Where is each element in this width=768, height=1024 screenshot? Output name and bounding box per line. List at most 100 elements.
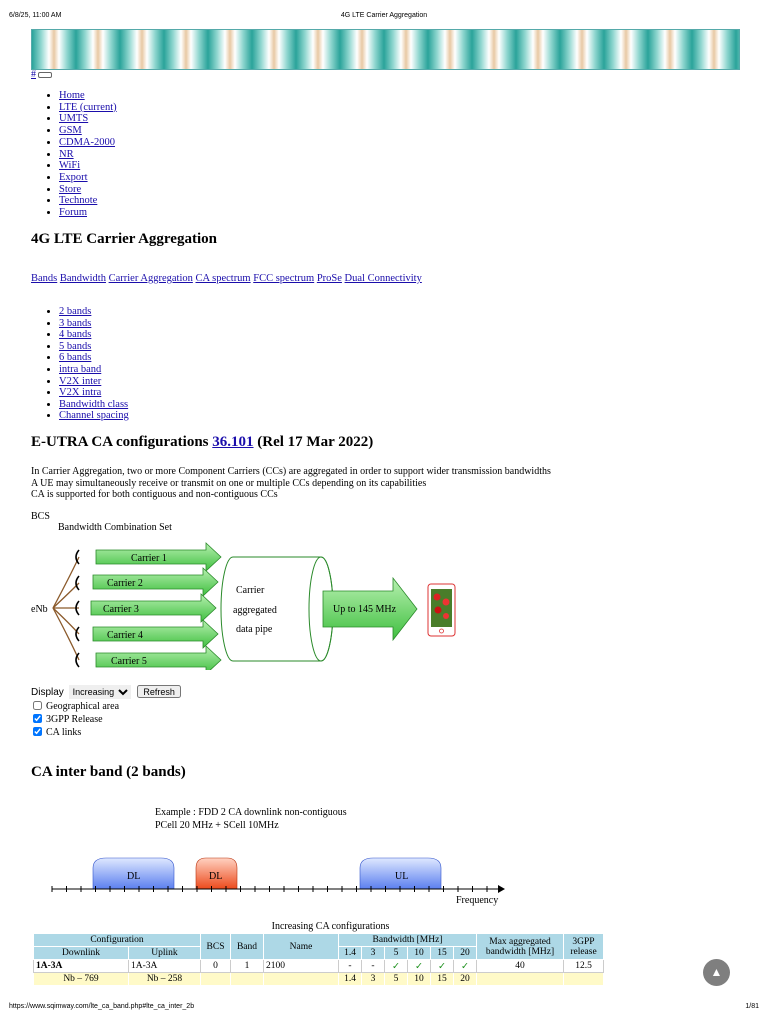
menu-toggle-button[interactable] (38, 71, 52, 78)
carrier-arrows: Carrier 1 Carrier 2 Carrier 3 Carrier 4 … (90, 542, 222, 670)
nav-item: Store (59, 184, 117, 196)
nav-home[interactable]: Home (59, 90, 85, 101)
section-item: 2 bands (59, 306, 129, 318)
section-item: 4 bands (59, 329, 129, 341)
link-bandwidth-class[interactable]: Bandwidth class (59, 398, 129, 410)
carrier-1-label: Carrier 1 (131, 553, 167, 564)
subnav-ca-spectrum[interactable]: CA spectrum (195, 273, 251, 284)
option-label: CA links (46, 727, 82, 738)
nav-item: Technote (59, 195, 117, 207)
option-row: CA links (33, 726, 119, 739)
nav-item: Home (59, 90, 117, 102)
pipe-line-2: aggregated (233, 605, 277, 616)
empty-cell (563, 972, 604, 986)
nav-wifi[interactable]: WiFi (59, 160, 81, 172)
release-checkbox[interactable] (33, 714, 42, 723)
dl-block-2 (195, 857, 238, 890)
chevron-up-icon: ▲ (710, 965, 723, 979)
config-heading-rel: (Rel 17 Mar 2022) (253, 434, 374, 450)
link-channel-spacing[interactable]: Channel spacing (59, 410, 129, 422)
scroll-top-button[interactable]: ▲ (703, 959, 730, 986)
option-label: Geographical area (46, 701, 120, 712)
dl-block-1-label: DL (127, 871, 140, 882)
nav-umts[interactable]: UMTS (59, 113, 89, 125)
nav-lte[interactable]: LTE (current) (59, 101, 117, 113)
uplink-cell: 1A-3A (128, 959, 201, 973)
downlink-nb-cell: Nb – 769 (33, 972, 129, 986)
nav-cdma[interactable]: CDMA-2000 (59, 136, 116, 148)
nav-forum[interactable]: Forum (59, 207, 88, 219)
bw-cell: 3 (361, 972, 385, 986)
display-options: Geographical area 3GPP Release CA links (33, 700, 119, 739)
empty-cell (476, 972, 564, 986)
bw-col: 15 (430, 946, 454, 960)
print-datetime: 6/8/25, 11:00 AM (9, 12, 62, 19)
intro-line: CA is supported for both contiguous and … (31, 489, 278, 500)
subnav-bandwidth[interactable]: Bandwidth (59, 273, 106, 284)
carrier-3-arrow (90, 593, 217, 623)
link-3-bands[interactable]: 3 bands (59, 317, 92, 329)
phone-icon (427, 583, 456, 637)
intro-line: In Carrier Aggregation, two or more Comp… (31, 466, 551, 477)
name-header: Name (263, 933, 339, 960)
option-label: 3GPP Release (46, 714, 103, 725)
config-heading: E-UTRA CA configurations 36.101 (Rel 17 … (31, 434, 373, 451)
main-nav: Home LTE (current) UMTS GSM CDMA-2000 NR… (31, 90, 117, 219)
carrier-5-label: Carrier 5 (111, 656, 147, 667)
section-item: Channel spacing (59, 410, 129, 422)
section-item: 5 bands (59, 341, 129, 353)
geographical-area-checkbox[interactable] (33, 701, 42, 710)
header-row-2: Downlink Uplink 1.4 3 5 10 15 20 (33, 946, 604, 960)
bw-cell: 20 (453, 972, 477, 986)
display-label: Display (31, 687, 64, 698)
subnav-prose[interactable]: ProSe (316, 273, 342, 284)
empty-cell (263, 972, 339, 986)
nav-store[interactable]: Store (59, 183, 82, 195)
nav-export[interactable]: Export (59, 171, 88, 183)
link-5-bands[interactable]: 5 bands (59, 340, 92, 352)
subnav-bands[interactable]: Bands (31, 273, 58, 284)
ca-links-checkbox[interactable] (33, 727, 42, 736)
nav-nr[interactable]: NR (59, 148, 74, 160)
nav-item: UMTS (59, 113, 117, 125)
subnav-dual-connectivity[interactable]: Dual Connectivity (344, 273, 422, 284)
table-caption: Increasing CA configurations (271, 921, 390, 932)
bcs-cell: 0 (200, 959, 231, 973)
nav-technote[interactable]: Technote (59, 195, 98, 207)
link-4-bands[interactable]: 4 bands (59, 329, 92, 341)
dl-block-2-label: DL (209, 871, 222, 882)
axis-ticks (51, 886, 488, 892)
bw-cell: - (361, 959, 385, 973)
hash-link[interactable]: # (31, 69, 36, 80)
subnav-carrier-aggregation[interactable]: Carrier Aggregation (108, 273, 193, 284)
subnav-fcc-spectrum[interactable]: FCC spectrum (253, 273, 315, 284)
nav-gsm[interactable]: GSM (59, 125, 82, 137)
section-item: 3 bands (59, 318, 129, 330)
spec-36101-link[interactable]: 36.101 (212, 434, 254, 450)
bcs-description: Bandwidth Combination Set (58, 522, 172, 533)
ul-block-label: UL (395, 871, 408, 882)
axis-arrow (498, 885, 505, 893)
link-2-bands[interactable]: 2 bands (59, 306, 92, 317)
hash-anchor: # (31, 69, 52, 80)
link-v2x-inter[interactable]: V2X inter (59, 375, 102, 387)
bw-cell: 15 (430, 972, 454, 986)
carrier-3-label: Carrier 3 (103, 604, 139, 615)
bw-check: ✓ (453, 959, 477, 973)
refresh-button[interactable]: Refresh (137, 685, 181, 698)
link-6-bands[interactable]: 6 bands (59, 352, 92, 364)
section-item: V2X inter (59, 376, 129, 388)
config-heading-text: E-UTRA CA configurations (31, 434, 213, 450)
display-select[interactable]: Increasing (68, 685, 131, 699)
display-controls: Display Increasing Refresh (31, 685, 181, 699)
pipe-line-3: data pipe (236, 624, 273, 635)
nav-item: NR (59, 149, 117, 161)
sub-nav: Bands Bandwidth Carrier Aggregation CA s… (31, 273, 422, 284)
pipe-line-1: Carrier (236, 585, 265, 596)
bw-col: 3 (361, 946, 385, 960)
carrier-1-arrow (95, 542, 222, 572)
uplink-nb-cell: Nb – 258 (128, 972, 201, 986)
link-intra-band[interactable]: intra band (59, 363, 102, 375)
link-v2x-intra[interactable]: V2X intra (59, 387, 102, 399)
carrier-5-arrow (95, 645, 222, 670)
